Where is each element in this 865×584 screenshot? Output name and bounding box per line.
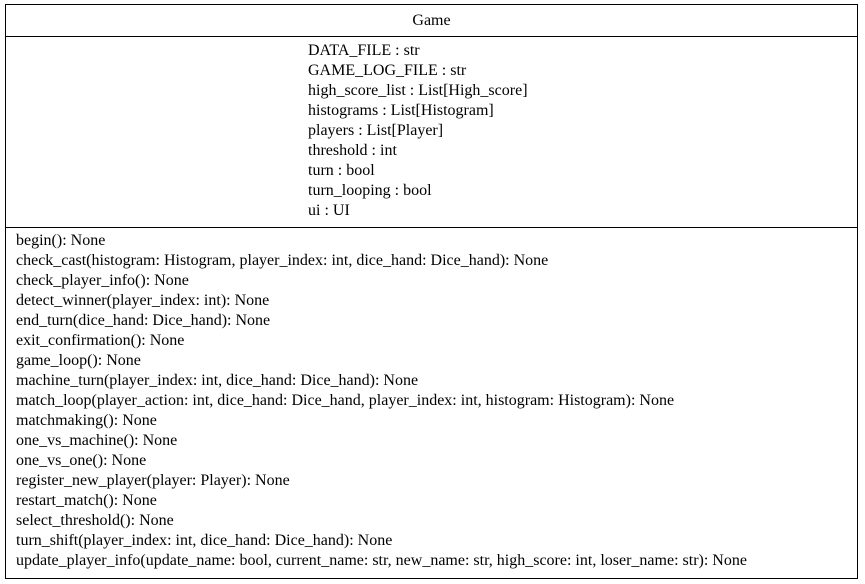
attributes-compartment: DATA_FILE : str GAME_LOG_FILE : str high… — [6, 37, 857, 228]
uml-class-game: Game DATA_FILE : str GAME_LOG_FILE : str… — [5, 4, 858, 579]
method-check-player-info: check_player_info(): None — [16, 272, 189, 289]
attribute-players: players : List[Player] — [308, 122, 444, 139]
method-match-loop: match_loop(player_action: int, dice_hand… — [16, 392, 675, 409]
method-turn-shift: turn_shift(player_index: int, dice_hand:… — [16, 532, 393, 549]
method-one-vs-machine: one_vs_machine(): None — [16, 432, 178, 449]
method-check-cast: check_cast(histogram: Histogram, player_… — [16, 252, 549, 269]
attribute-list: DATA_FILE : str GAME_LOG_FILE : str high… — [308, 41, 528, 221]
methods-compartment: begin(): None check_cast(histogram: Hist… — [6, 228, 857, 578]
method-select-threshold: select_threshold(): None — [16, 512, 174, 529]
method-end-turn: end_turn(dice_hand: Dice_hand): None — [16, 312, 271, 329]
attribute-game-log-file: GAME_LOG_FILE : str — [308, 62, 467, 79]
method-matchmaking: matchmaking(): None — [16, 412, 157, 429]
method-exit-confirmation: exit_confirmation(): None — [16, 332, 185, 349]
attribute-turn: turn : bool — [308, 162, 375, 179]
class-name: Game — [6, 5, 857, 37]
method-register-new-player: register_new_player(player: Player): Non… — [16, 472, 290, 489]
attribute-turn-looping: turn_looping : bool — [308, 182, 432, 199]
method-restart-match: restart_match(): None — [16, 492, 157, 509]
method-list: begin(): None check_cast(histogram: Hist… — [16, 231, 747, 571]
method-update-player-info: update_player_info(update_name: bool, cu… — [16, 552, 747, 569]
attribute-data-file: DATA_FILE : str — [308, 42, 420, 59]
method-game-loop: game_loop(): None — [16, 352, 141, 369]
method-detect-winner: detect_winner(player_index: int): None — [16, 292, 270, 309]
attribute-histograms: histograms : List[Histogram] — [308, 102, 494, 119]
attribute-high-score-list: high_score_list : List[High_score] — [308, 82, 528, 99]
attribute-threshold: threshold : int — [308, 142, 397, 159]
method-begin: begin(): None — [16, 232, 106, 249]
method-one-vs-one: one_vs_one(): None — [16, 452, 147, 469]
method-machine-turn: machine_turn(player_index: int, dice_han… — [16, 372, 419, 389]
attribute-ui: ui : UI — [308, 202, 350, 219]
